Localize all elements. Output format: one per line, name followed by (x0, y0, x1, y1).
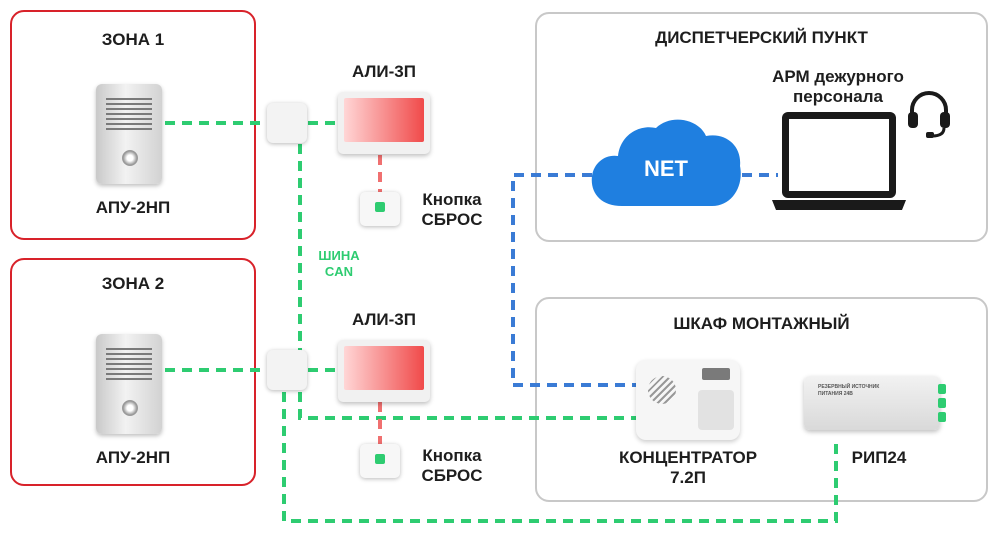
reset-label-top: Кнопка СБРОС (412, 190, 492, 231)
power-supply-device: РЕЗЕРВНЫЙ ИСТОЧНИК ПИТАНИЯ 24В (804, 376, 946, 430)
reset-label-line1: Кнопка (422, 446, 482, 465)
cloud-icon (591, 119, 741, 206)
can-bus-label-line2: CAN (324, 263, 354, 279)
concentrator-label-line2: 7.2П (670, 468, 706, 488)
ali-screen (344, 98, 424, 142)
zone-2-title: ЗОНА 2 (101, 274, 165, 293)
reset-button-top (360, 192, 400, 226)
speaker-unit-zone-2 (96, 334, 162, 434)
keypad-icon (698, 390, 734, 430)
ali-unit-top (338, 92, 430, 154)
can-bus-line (282, 392, 838, 523)
concentrator-label-line1: КОНЦЕНТРАТОР (618, 448, 758, 467)
ali-screen (344, 346, 424, 390)
ali-label-bottom: АЛИ-3П (352, 310, 416, 329)
arm-label-line1: АРМ дежурного (772, 67, 904, 86)
zone-1-title: ЗОНА 1 (101, 30, 165, 49)
speaker-unit-zone-1 (96, 84, 162, 184)
terminal-icon (938, 384, 946, 394)
can-bus-label-line1: ШИНА (318, 248, 360, 263)
can-bus-label: ШИНА CAN (312, 248, 366, 279)
call-button-icon (122, 150, 138, 166)
ali-label-top: АЛИ-3П (352, 62, 416, 81)
power-supply-panel-text: РЕЗЕРВНЫЙ ИСТОЧНИК ПИТАНИЯ 24В (818, 384, 880, 397)
reset-label-bottom: Кнопка СБРОС (412, 446, 492, 487)
reset-label-line2: СБРОС (421, 466, 483, 486)
ali-unit-bottom (338, 340, 430, 402)
speaker-grill-icon (106, 348, 152, 382)
junction-box-1 (267, 103, 307, 143)
arm-label: АРМ дежурного персонала (748, 67, 928, 108)
reset-indicator-icon (375, 202, 385, 212)
laptop-icon (772, 112, 906, 210)
concentrator-label: КОНЦЕНТРАТОР 7.2П (598, 448, 778, 489)
zone-2-device-label: АПУ-2НП (95, 448, 171, 467)
terminal-icon (938, 398, 946, 408)
junction-box-2 (267, 350, 307, 390)
terminal-icon (938, 412, 946, 422)
arm-label-line2: персонала (793, 87, 883, 107)
power-supply-label: РИП24 (851, 448, 907, 467)
headset-icon (908, 91, 950, 138)
zone-1-device-label: АПУ-2НП (95, 198, 171, 217)
dispatch-title: ДИСПЕТЧЕРСКИЙ ПУНКТ (655, 28, 868, 47)
reset-indicator-icon (375, 454, 385, 464)
speaker-icon (648, 376, 676, 404)
can-bus-line (298, 392, 640, 420)
call-button-icon (122, 400, 138, 416)
display-icon (702, 368, 730, 380)
cabinet-title: ШКАФ МОНТАЖНЫЙ (673, 314, 850, 333)
reset-label-line2: СБРОС (421, 210, 483, 230)
concentrator-device (636, 360, 740, 440)
reset-label-line1: Кнопка (422, 190, 482, 209)
network-line (511, 173, 640, 387)
net-label: NET (644, 156, 688, 181)
reset-button-bottom (360, 444, 400, 478)
speaker-grill-icon (106, 98, 152, 132)
